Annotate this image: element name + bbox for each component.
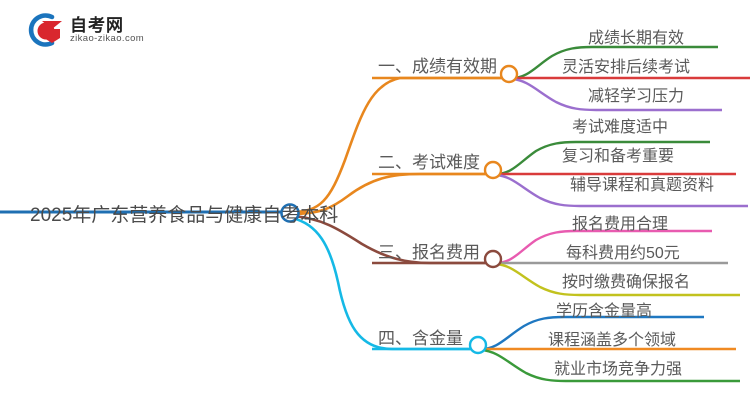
- leaf-connector-2-0: [495, 140, 710, 176]
- leaf-connector-3-0: [495, 229, 712, 265]
- leaf-label-3-1: 报名费用合理: [572, 216, 669, 233]
- branch-label-3: 三、报名费用: [378, 243, 480, 262]
- root-node[interactable]: [280, 203, 300, 223]
- leaf-connector-3-2: [495, 262, 740, 297]
- branch-node-2[interactable]: [483, 160, 503, 180]
- branch-connector-4: [291, 216, 477, 351]
- leaf-label-3-2: 每科费用约50元: [566, 245, 680, 262]
- root-label: 2025年广东营养食品与健康自考本科: [30, 205, 339, 226]
- graduation-cap-icon: [28, 13, 62, 47]
- leaf-label-2-3: 辅导课程和真题资料: [570, 177, 715, 194]
- leaf-label-3-3: 按时缴费确保报名: [562, 274, 691, 291]
- branch-node-4[interactable]: [468, 335, 488, 355]
- leaf-label-1-2: 灵活安排后续考试: [562, 59, 691, 76]
- leaf-label-1-1: 成绩长期有效: [588, 30, 685, 47]
- cap-top: [42, 21, 62, 29]
- leaf-connector-1-0: [511, 45, 718, 80]
- branch-label-1: 一、成绩有效期: [378, 57, 497, 76]
- leaf-connector-4-0: [480, 315, 704, 351]
- site-logo[interactable]: 自考网 zikao-zikao.com: [22, 10, 182, 50]
- logo-title: 自考网: [70, 16, 124, 35]
- leaf-label-2-1: 考试难度适中: [572, 119, 669, 136]
- branch-label-2: 二、考试难度: [378, 153, 480, 172]
- branch-node-3[interactable]: [483, 249, 503, 269]
- leaf-label-4-1: 学历含金量高: [556, 303, 653, 320]
- leaf-label-1-3: 减轻学习压力: [588, 88, 685, 105]
- leaf-label-2-2: 复习和备考重要: [562, 148, 675, 165]
- leaf-connector-4-2: [480, 348, 740, 383]
- branch-node-1[interactable]: [499, 64, 519, 84]
- cap-body: [44, 29, 60, 43]
- leaf-label-4-2: 课程涵盖多个领域: [548, 332, 677, 349]
- leaf-connector-2-2: [495, 173, 748, 208]
- leaf-label-4-3: 就业市场竞争力强: [554, 361, 683, 378]
- branch-connector-1: [291, 76, 508, 214]
- leaf-connector-1-2: [511, 77, 722, 112]
- branch-label-4: 四、含金量: [378, 329, 463, 348]
- logo-subtitle: zikao-zikao.com: [70, 33, 145, 44]
